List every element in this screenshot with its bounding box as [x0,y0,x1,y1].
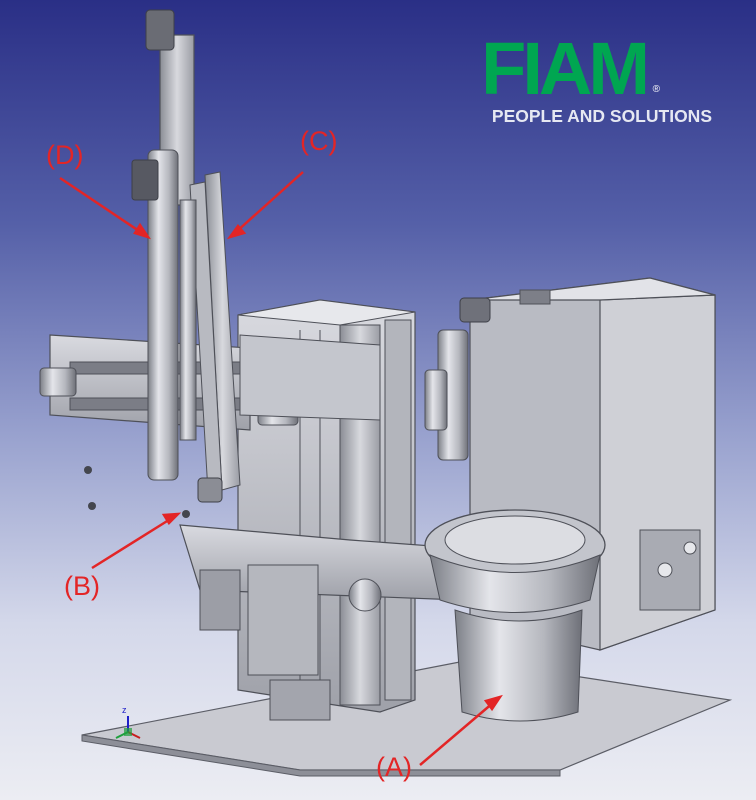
fiam-logo: FIAM ® PEOPLE AND SOLUTIONS [442,32,712,132]
bowl-feeder-base [454,609,583,722]
callout-label-c: (C) [300,126,338,156]
registered-mark: ® [652,84,660,95]
brand-name: FIAM [481,27,650,110]
callout-arrows [59,171,503,766]
screw [182,510,190,518]
callout-label-a: (A) [376,752,412,782]
screwdriver-body [147,149,179,481]
brand-tagline: PEOPLE AND SOLUTIONS [491,106,712,126]
callout-label-b: (B) [64,571,100,601]
axis-z-label: z [122,705,127,715]
callout-label-d: (D) [46,140,84,170]
axis-triad [115,716,141,739]
screw [84,466,92,474]
screw [88,502,96,510]
